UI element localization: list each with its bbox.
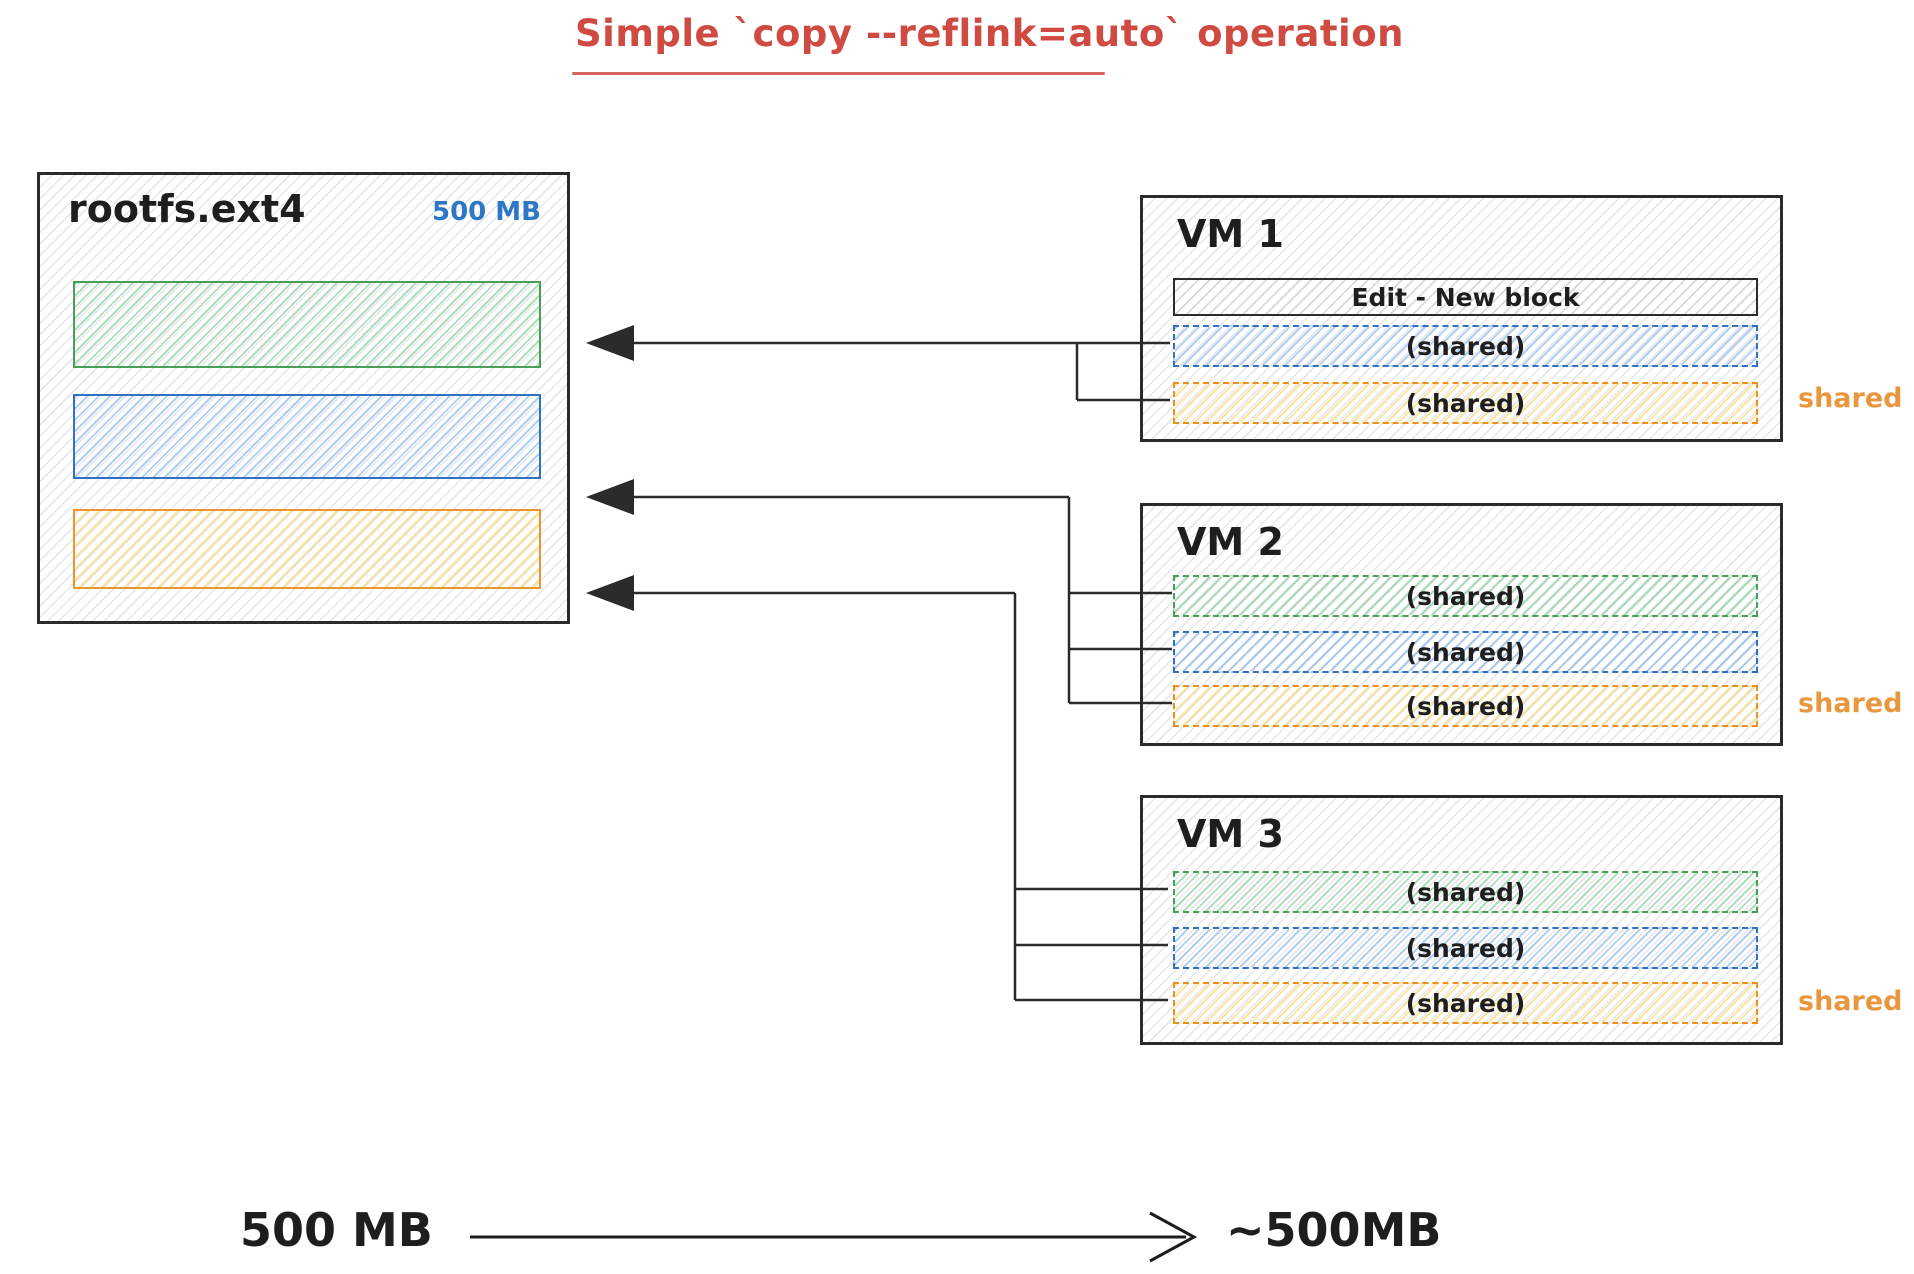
arrow-vm3-to-rootfs <box>586 575 1168 1002</box>
vm1-title: VM 1 <box>1177 212 1284 256</box>
vm1-shared-block-blue: (shared) <box>1173 325 1758 367</box>
arrowhead-vm3 <box>586 575 634 611</box>
arrowhead-vm2 <box>586 479 634 515</box>
vm2-shared-block-blue: (shared) <box>1173 631 1758 673</box>
vm2-shared-block-green: (shared) <box>1173 575 1758 617</box>
vm2-shared-block-orange: (shared) <box>1173 685 1758 727</box>
vm1-shared-orange-label: (shared) <box>1405 388 1526 418</box>
vm3-title: VM 3 <box>1177 812 1284 856</box>
vm3-box: VM 3 (shared) (shared) (shared) <box>1140 795 1783 1045</box>
title-underline <box>572 72 1105 75</box>
footer-result-size: ~500MB <box>1226 1203 1442 1257</box>
rootfs-label: rootfs.ext4 <box>68 187 306 231</box>
arrowhead-vm1 <box>586 325 634 361</box>
vm2-side-label-shared: shared <box>1798 688 1903 719</box>
rootfs-block-orange <box>73 509 541 589</box>
arrow-vm2-to-rootfs <box>586 479 1172 705</box>
diagram-title: Simple `copy --reflink=auto` operation <box>575 12 1404 55</box>
rootfs-block-blue <box>73 394 541 479</box>
vm1-box: VM 1 Edit - New block (shared) (shared) <box>1140 195 1783 442</box>
vm2-shared-orange-label: (shared) <box>1405 691 1526 721</box>
vm1-edit-block-label: Edit - New block <box>1351 282 1580 312</box>
rootfs-box: rootfs.ext4 500 MB <box>37 172 570 624</box>
size-arrowhead <box>1149 1211 1198 1263</box>
vm2-title: VM 2 <box>1177 520 1284 564</box>
size-arrow <box>470 1211 1198 1263</box>
vm3-side-label-shared: shared <box>1798 986 1903 1017</box>
vm3-shared-block-blue: (shared) <box>1173 927 1758 969</box>
vm2-shared-green-label: (shared) <box>1405 581 1526 611</box>
vm3-shared-block-orange: (shared) <box>1173 982 1758 1024</box>
vm3-shared-orange-label: (shared) <box>1405 988 1526 1018</box>
vm3-shared-blue-label: (shared) <box>1405 933 1526 963</box>
vm2-box: VM 2 (shared) (shared) (shared) <box>1140 503 1783 746</box>
rootfs-block-green <box>73 281 541 368</box>
vm2-shared-blue-label: (shared) <box>1405 637 1526 667</box>
arrow-vm1-to-rootfs <box>586 325 1170 402</box>
vm3-shared-green-label: (shared) <box>1405 877 1526 907</box>
footer-source-size: 500 MB <box>240 1203 433 1257</box>
vm3-shared-block-green: (shared) <box>1173 871 1758 913</box>
vm1-side-label-shared: shared <box>1798 383 1903 414</box>
vm1-edit-block: Edit - New block <box>1173 278 1758 316</box>
rootfs-size-label: 500 MB <box>431 197 541 227</box>
vm1-shared-block-orange: (shared) <box>1173 382 1758 424</box>
vm1-shared-blue-label: (shared) <box>1405 331 1526 361</box>
